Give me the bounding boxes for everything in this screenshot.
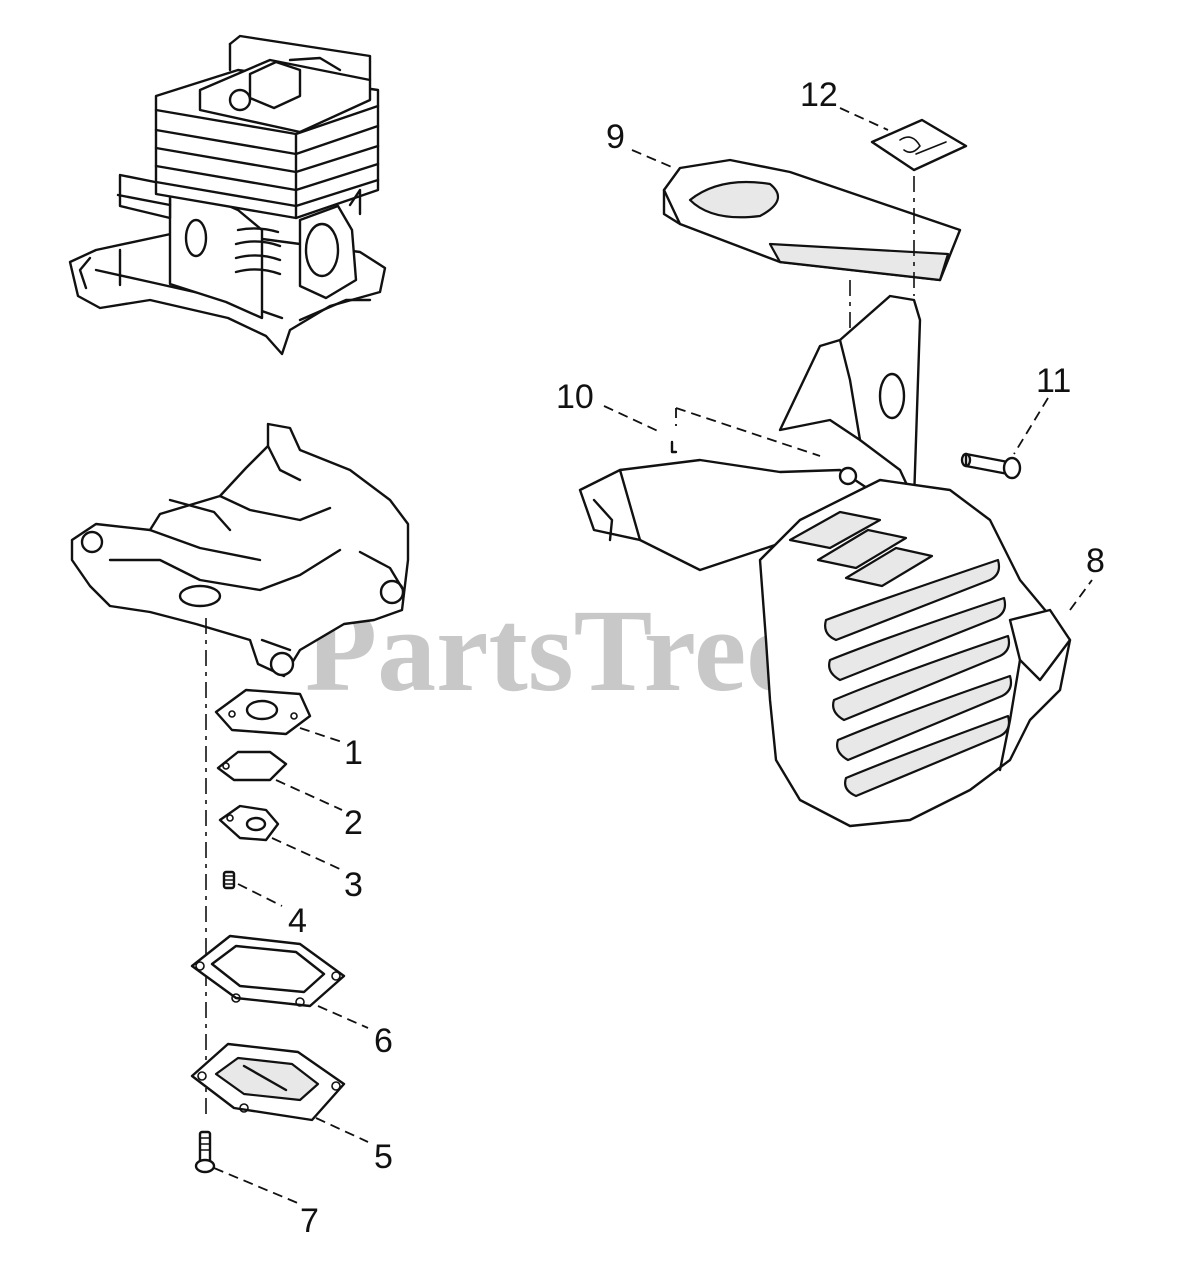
- leader-12: [839, 107, 889, 131]
- leader-9: [631, 149, 675, 169]
- part-10-pin: [670, 440, 678, 454]
- leader-5: [315, 1117, 369, 1143]
- part-7-bolt: [194, 1130, 216, 1174]
- leader-2: [275, 779, 343, 811]
- callout-3: 3: [344, 866, 363, 904]
- callout-10: 10: [556, 378, 594, 416]
- leader-4: [237, 883, 283, 907]
- part-12-label: [870, 118, 968, 172]
- leader-7: [213, 1167, 301, 1205]
- callout-9: 9: [606, 118, 625, 156]
- part-9-filter-cover: [662, 158, 962, 282]
- leader-6: [317, 1005, 369, 1029]
- leader-10: [603, 405, 661, 433]
- engine-cylinder-assembly: [68, 34, 387, 356]
- part-11-bolt: [960, 452, 1022, 480]
- part-8-fan-shroud: [578, 294, 1072, 828]
- callout-1: 1: [344, 734, 363, 772]
- leader-3: [271, 837, 343, 871]
- callout-6: 6: [374, 1022, 393, 1060]
- callout-8: 8: [1086, 542, 1105, 580]
- callout-4: 4: [288, 902, 307, 940]
- leader-8: [1069, 579, 1093, 611]
- callout-11: 11: [1036, 362, 1071, 400]
- callout-7: 7: [300, 1202, 319, 1240]
- part-5-adaptor-plate: [190, 1042, 346, 1122]
- part-6-gasket: [190, 934, 346, 1008]
- callout-12: 12: [800, 76, 838, 114]
- leader-11: [1013, 397, 1049, 455]
- part-1-insulator: [214, 688, 312, 736]
- leader-1: [299, 727, 343, 743]
- part-3-plate: [218, 804, 280, 842]
- part-4-screw: [222, 870, 236, 890]
- callout-5: 5: [374, 1138, 393, 1176]
- callout-2: 2: [344, 804, 363, 842]
- intake-manifold-body: [70, 422, 410, 678]
- axis-pin-to-housing: [675, 407, 821, 457]
- part-2-gasket: [216, 750, 288, 782]
